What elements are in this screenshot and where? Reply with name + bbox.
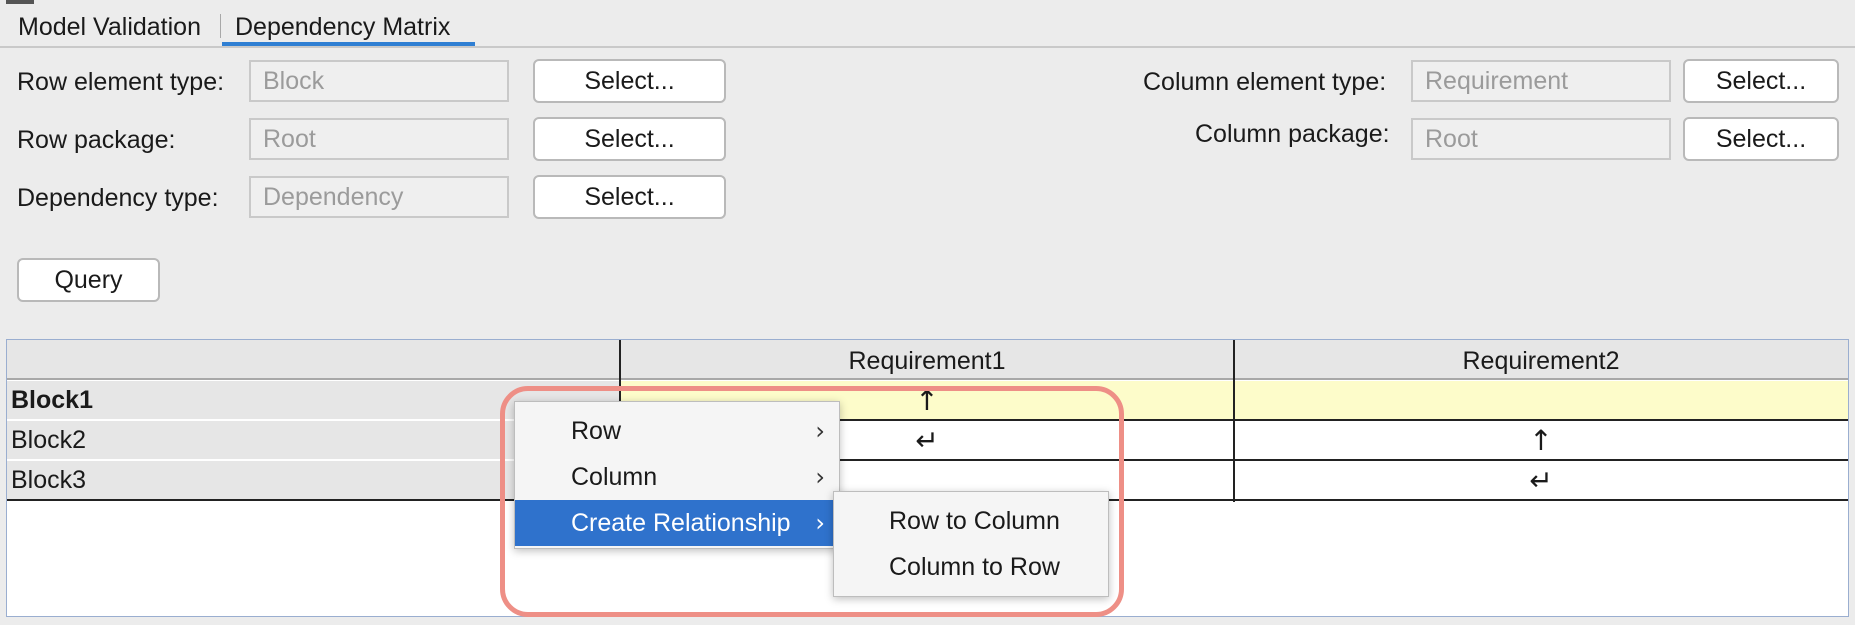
grid-line — [621, 419, 1848, 421]
dependency-type-field[interactable]: Dependency — [249, 176, 509, 218]
submenu-item-column-to-row[interactable]: Column to Row — [889, 553, 1060, 581]
row-package-field[interactable]: Root — [249, 118, 509, 160]
menu-item-label: Create Relationship — [571, 509, 791, 537]
menu-item-row[interactable]: Row › — [515, 408, 839, 454]
dependency-type-label: Dependency type: — [17, 184, 219, 212]
matrix-header-row — [7, 340, 1848, 380]
tab-separator — [220, 14, 221, 38]
chevron-right-icon: › — [815, 417, 825, 445]
column-element-type-field[interactable]: Requirement — [1411, 60, 1671, 102]
active-tab-indicator — [222, 42, 475, 46]
column-package-label: Column package: — [1195, 120, 1390, 148]
menu-item-create-relationship[interactable]: Create Relationship › — [515, 500, 839, 546]
matrix-cell-b1-r1[interactable]: ↑ — [915, 384, 939, 417]
window-corner-mark — [6, 0, 34, 4]
tab-dependency-matrix[interactable]: Dependency Matrix — [235, 13, 451, 41]
row-element-type-select-button[interactable]: Select... — [533, 59, 726, 103]
grid-line — [1233, 340, 1235, 502]
query-button[interactable]: Query — [17, 258, 160, 302]
chevron-right-icon: › — [815, 509, 825, 537]
menu-item-label: Row — [571, 417, 622, 445]
row-element-type-label: Row element type: — [17, 68, 225, 96]
menu-item-column[interactable]: Column › — [515, 454, 839, 500]
column-package-field[interactable]: Root — [1411, 118, 1671, 160]
row-package-label: Row package: — [17, 126, 176, 154]
chevron-right-icon: › — [815, 463, 825, 491]
column-element-type-select-button[interactable]: Select... — [1683, 59, 1839, 103]
dependency-type-select-button[interactable]: Select... — [533, 175, 726, 219]
column-package-select-button[interactable]: Select... — [1683, 117, 1839, 161]
tab-model-validation[interactable]: Model Validation — [18, 13, 201, 41]
create-relationship-submenu: Row to Column Column to Row — [833, 491, 1109, 597]
callout-highlight-ring — [500, 386, 1124, 617]
row-package-select-button[interactable]: Select... — [533, 117, 726, 161]
grid-line — [621, 459, 1848, 461]
submenu-item-row-to-column[interactable]: Row to Column — [889, 507, 1060, 535]
column-header-requirement2[interactable]: Requirement2 — [1462, 347, 1620, 375]
column-header-requirement1[interactable]: Requirement1 — [848, 347, 1006, 375]
matrix-cell-b2-r1[interactable]: ↵ — [915, 424, 939, 457]
row-element-type-field[interactable]: Block — [249, 60, 509, 102]
matrix-cell-b3-r2[interactable]: ↵ — [1529, 464, 1553, 497]
matrix-cell-b2-r2[interactable]: ↑ — [1529, 424, 1553, 457]
column-element-type-label: Column element type: — [1143, 68, 1387, 96]
context-menu: Row › Column › Create Relationship › — [514, 401, 840, 549]
tab-strip — [0, 0, 1855, 48]
menu-item-label: Column — [571, 463, 658, 491]
